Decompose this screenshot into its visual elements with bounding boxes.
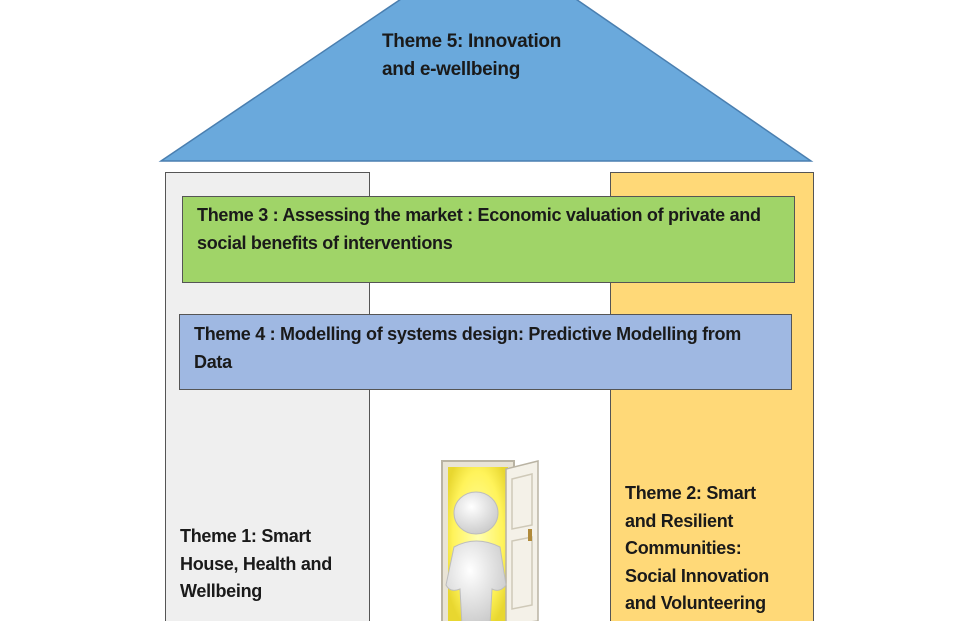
roof-shape <box>158 0 814 162</box>
roof-triangle <box>158 0 814 162</box>
door-handle <box>528 529 532 541</box>
figure-at-open-door-icon <box>441 460 539 621</box>
right-pillar-label: Theme 2: Smart and Resilient Communities… <box>625 483 769 613</box>
theme3-beam: Theme 3 : Assessing the market : Economi… <box>182 196 795 283</box>
open-door <box>505 460 539 621</box>
figure-body <box>445 540 507 621</box>
roof-label: Theme 5: Innovation and e-wellbeing <box>382 31 562 80</box>
theme4-beam: Theme 4 : Modelling of systems design: P… <box>179 314 792 390</box>
left-pillar-label: Theme 1: Smart House, Health and Wellbei… <box>180 526 332 601</box>
figure-head <box>453 491 499 535</box>
